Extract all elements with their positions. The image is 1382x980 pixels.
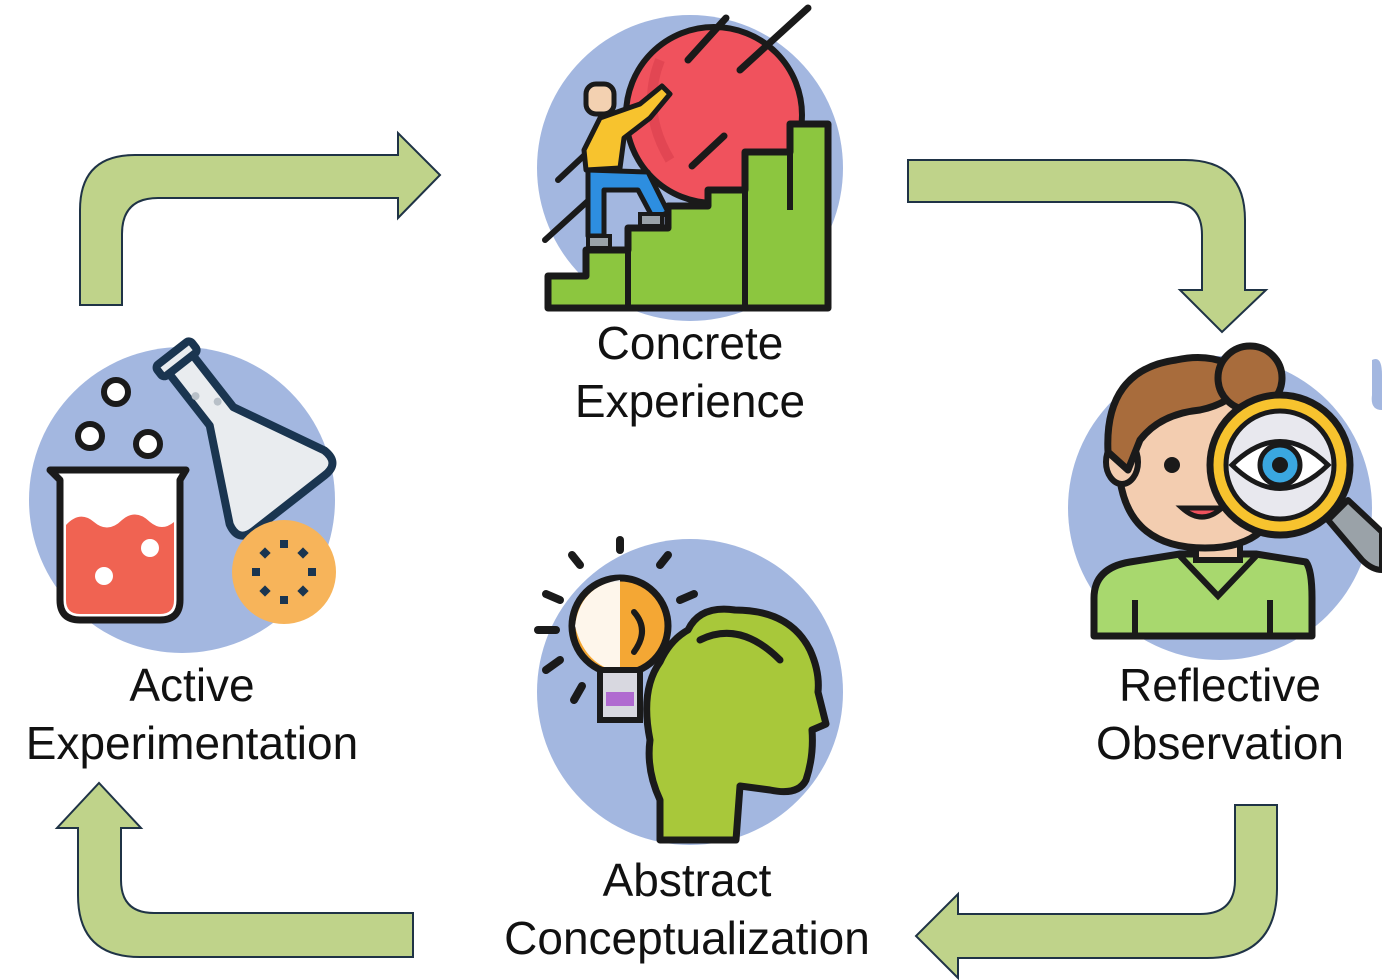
label-abstract-conceptualization: Abstract Conceptualization xyxy=(467,851,907,967)
arrow-reflective-to-abstract xyxy=(914,804,1278,980)
label-reflective-observation: Reflective Observation xyxy=(1070,656,1370,772)
label-reflective-line2: Observation xyxy=(1095,717,1344,769)
label-active-line1: Active xyxy=(129,659,255,711)
lab-flask-icon xyxy=(29,337,337,653)
cycle-arrows xyxy=(54,130,1278,980)
climbing-stairs-icon xyxy=(537,4,843,321)
label-abstract-line2: Conceptualization xyxy=(504,912,870,964)
label-active-line2: Experimentation xyxy=(25,717,359,769)
label-concrete-line2: Experience xyxy=(574,375,806,427)
label-concrete-experience: Concrete Experience xyxy=(490,314,890,430)
label-reflective-line1: Reflective xyxy=(1119,659,1321,711)
arrow-abstract-to-active xyxy=(54,781,414,958)
label-abstract-line1: Abstract xyxy=(602,854,772,906)
label-active-experimentation: Active Experimentation xyxy=(0,656,384,772)
lightbulb-head-icon xyxy=(534,536,843,845)
label-concrete-line1: Concrete xyxy=(596,317,784,369)
arrow-concrete-to-reflective xyxy=(907,159,1269,334)
magnifying-glass-observer-icon xyxy=(1068,342,1382,660)
arrow-active-to-concrete xyxy=(79,130,442,306)
